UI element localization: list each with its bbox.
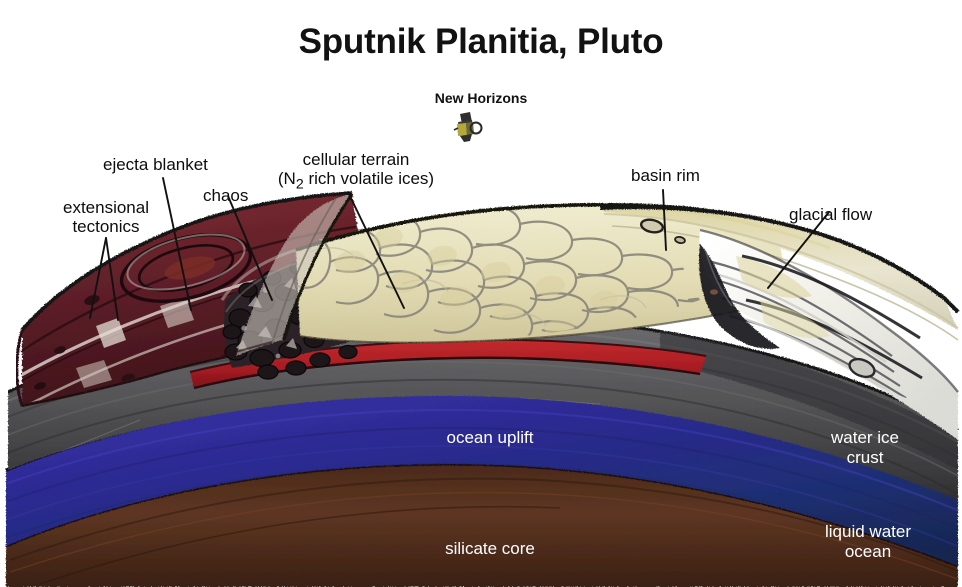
formula-suffix: rich volatile ices) [303,169,435,189]
layer-label-water-ice-crust-line2: crust [846,448,884,468]
layer-label-water-ice-crust-line1: water ice [830,428,900,447]
callout-cellular-terrain: cellular terrain (N2 rich volatile ices) [258,150,454,193]
callout-ejecta-blanket: ejecta blanket [103,155,208,174]
layer-label-ocean-uplift: ocean uplift [446,428,534,447]
callout-chaos: chaos [203,186,249,205]
spacecraft-icon [453,112,483,142]
layer-label-liquid-water-ocean: liquid water ocean [788,522,948,562]
callout-basin-rim: basin rim [631,166,700,185]
callout-leader-lines [89,177,830,321]
callout-glacial-flow: glacial flow [789,205,873,224]
region-cellular-terrain [295,202,791,345]
spacecraft-label: New Horizons [434,90,528,106]
layer-label-silicate-core: silicate core [445,539,535,558]
page-title: Sputnik Planitia, Pluto [298,22,664,61]
callout-cellular-terrain-line2: (N2 rich volatile ices) [258,169,454,193]
callout-extensional-tectonics-line2: tectonics [72,217,140,237]
formula-prefix: (N [277,169,296,189]
callout-extensional-tectonics: extensional tectonics [36,198,176,236]
layer-label-liquid-water-ocean-line1: liquid water [825,522,911,541]
formula-subscript: 2 [295,176,304,193]
region-basin-wall-left [221,193,354,357]
layer-label-liquid-water-ocean-line2: ocean [844,542,892,562]
callout-extensional-tectonics-line1: extensional [62,198,149,217]
callout-cellular-terrain-line1: cellular terrain [302,150,410,169]
layer-label-water-ice-crust: water ice crust [790,428,940,468]
region-glacial-flow [698,228,959,440]
